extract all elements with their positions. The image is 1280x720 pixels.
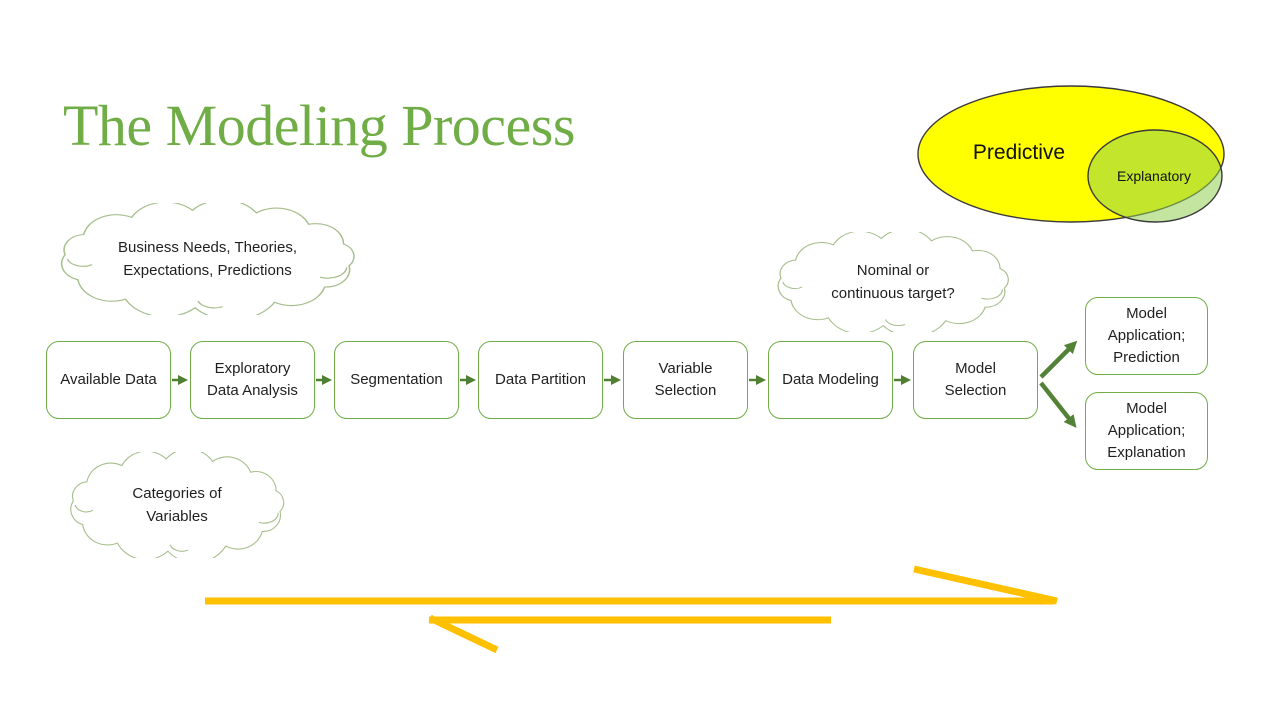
flow-step-label: Model Selection	[944, 360, 1007, 399]
flow-output-label: Model Application; Explanation	[1107, 400, 1186, 461]
feedback-arrows	[205, 565, 1058, 654]
flow-step-label: Exploratory Data Analysis	[207, 360, 298, 399]
cloud-nominal-target-text: Nominal or continuous target?	[773, 232, 1013, 332]
flow-step-available-data: Available Data	[46, 341, 171, 419]
cloud-line: Variables	[146, 508, 208, 525]
feedback-arrow-back-head	[428, 614, 499, 654]
branch-arrow-explanation	[1039, 381, 1077, 428]
flow-step-data-modeling: Data Modeling	[768, 341, 893, 419]
cloud-business-needs: Business Needs, Theories, Expectations, …	[55, 203, 360, 315]
flow-step-model-selection: Model Selection	[913, 341, 1038, 419]
cloud-icon	[60, 203, 355, 315]
flow-step-variable-selection: Variable Selection	[623, 341, 748, 419]
flow-output-model-application-prediction: Model Application; Prediction	[1085, 297, 1208, 375]
explanatory-ellipse	[1087, 129, 1223, 223]
cloud-line: Expectations, Predictions	[123, 262, 292, 279]
flow-step-label: Available Data	[60, 371, 157, 388]
venn-diagram	[917, 85, 1225, 223]
cloud-icon	[777, 232, 1009, 332]
flow-step-label: Variable Selection	[654, 360, 717, 399]
cloud-categories-variables-text: Categories of Variables	[66, 452, 288, 558]
explanatory-label: Explanatory	[1117, 168, 1191, 184]
flow-step-label: Data Partition	[495, 371, 586, 388]
predictive-label: Predictive	[972, 141, 1066, 164]
flow-step-exploratory-data-analysis: Exploratory Data Analysis	[190, 341, 315, 419]
flow-output-label: Model Application; Prediction	[1107, 305, 1186, 366]
flow-step-segmentation: Segmentation	[334, 341, 459, 419]
flow-output-model-application-explanation: Model Application; Explanation	[1085, 392, 1208, 470]
cloud-line: Business Needs, Theories,	[118, 239, 297, 256]
page-title: The Modeling Process	[63, 93, 575, 158]
flow-step-label: Segmentation	[350, 371, 443, 388]
flow-step-data-partition: Data Partition	[478, 341, 603, 419]
flow-step-label: Data Modeling	[782, 371, 879, 388]
cloud-line: continuous target?	[831, 285, 955, 302]
cloud-business-needs-text: Business Needs, Theories, Expectations, …	[55, 203, 360, 315]
branch-arrow-prediction	[1039, 340, 1078, 379]
cloud-categories-variables: Categories of Variables	[66, 452, 288, 558]
feedback-arrow-forward-head	[913, 565, 1058, 605]
branch-arrows	[1039, 340, 1078, 428]
cloud-icon	[70, 452, 285, 558]
cloud-line: Nominal or	[856, 262, 930, 279]
cloud-line: Categories of	[132, 485, 222, 502]
cloud-nominal-target: Nominal or continuous target?	[773, 232, 1013, 332]
